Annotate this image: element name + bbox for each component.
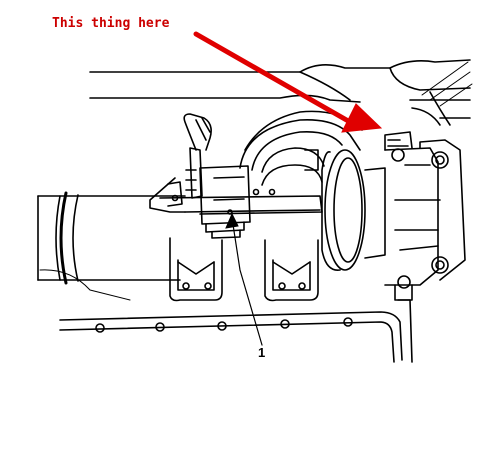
pipe-bracket-right xyxy=(264,239,319,302)
engine-block-outline xyxy=(89,59,473,126)
oil-pan-rail xyxy=(59,299,413,363)
pipe-bracket-left xyxy=(169,237,223,302)
callout-leader-line xyxy=(231,217,263,346)
annotation-text: This thing here xyxy=(52,16,170,31)
callout-arrowhead xyxy=(225,212,239,229)
callout-label: 1 xyxy=(258,345,266,360)
intake-pipe xyxy=(37,191,186,301)
throttle-housing xyxy=(321,131,466,301)
red-annotation-arrow xyxy=(193,31,383,133)
map-sensor xyxy=(167,113,276,239)
